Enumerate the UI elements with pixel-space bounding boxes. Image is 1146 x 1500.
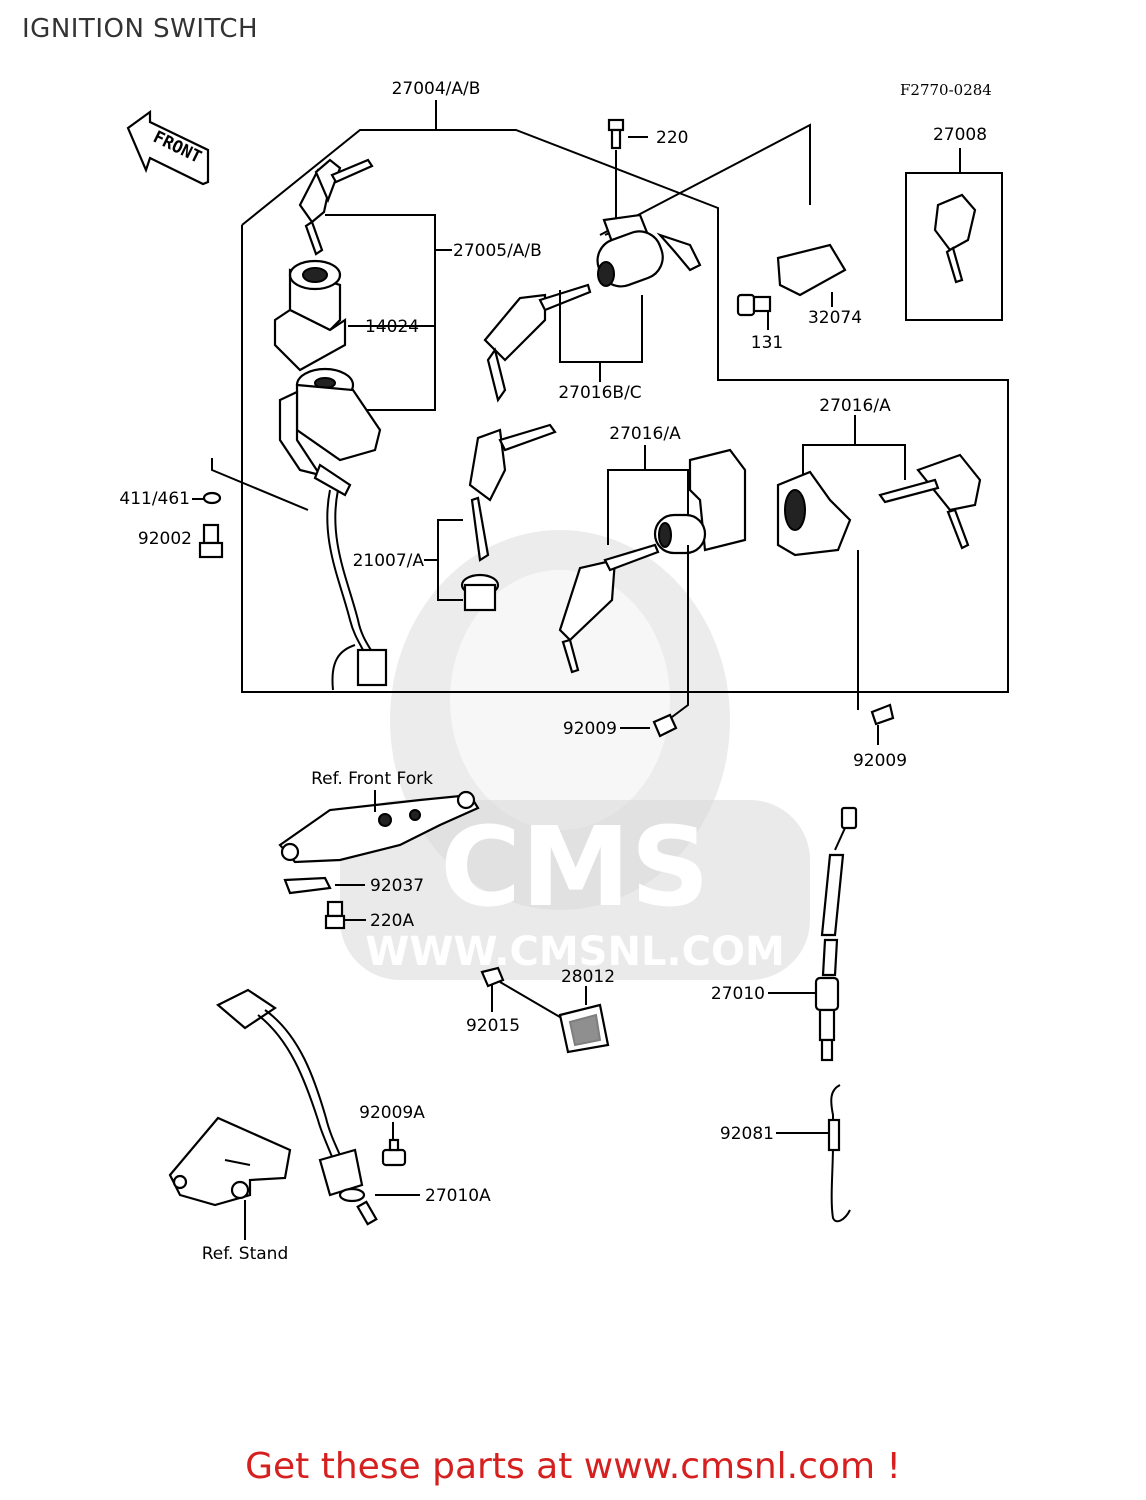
- label-220a: 220A: [370, 911, 414, 931]
- label-27016a-right: 27016/A: [819, 396, 891, 416]
- ignition-key-part: [298, 158, 374, 256]
- helmet-key-mid-part: [558, 543, 660, 674]
- helmet-lock-right-part: [776, 470, 852, 557]
- front-fork-bracket-part: [278, 790, 480, 864]
- label-27010a: 27010A: [425, 1186, 491, 1206]
- front-direction-arrow: FRONT: [126, 109, 210, 186]
- bolt-220a-part: [324, 900, 346, 930]
- label-21007: 21007/A: [353, 551, 425, 571]
- bolt-92009a-part: [381, 1138, 407, 1167]
- neutral-switch-27010-part: [814, 806, 858, 1062]
- bracket-27016bc: [559, 290, 643, 363]
- helmet-key-right-part: [878, 453, 982, 550]
- seat-lock-part: [596, 213, 702, 288]
- label-92081: 92081: [720, 1124, 774, 1144]
- leader-92009-mid: [667, 545, 689, 721]
- washer-part: [202, 491, 222, 505]
- switch-cover-part: [273, 259, 347, 372]
- label-ref-front-fork: Ref. Front Fork: [311, 769, 433, 789]
- label-92015: 92015: [466, 1016, 520, 1036]
- bracket-32074-part: [776, 243, 847, 297]
- stand-bracket-part: [168, 1116, 292, 1207]
- spring-92081-part: [827, 1084, 851, 1223]
- cmsnl-footer-link[interactable]: Get these parts at www.cmsnl.com !: [245, 1446, 901, 1487]
- label-27004: 27004/A/B: [392, 79, 481, 99]
- spare-key-part: [933, 193, 977, 284]
- sidestand-switch-27010a-part: [216, 988, 378, 1226]
- bracket-27005: [325, 214, 436, 411]
- ignition-switch-body: [278, 367, 388, 691]
- lock-cylinder-part: [460, 573, 500, 612]
- label-92002: 92002: [138, 529, 192, 549]
- diagram-code: F2770-0284: [900, 81, 992, 99]
- bracket-27016a-right: [802, 415, 856, 480]
- clip-92037-part: [283, 876, 332, 895]
- seat-lock-key-part: [483, 283, 592, 403]
- label-ref-stand: Ref. Stand: [202, 1244, 289, 1264]
- fuel-cap-key-part: [468, 423, 557, 562]
- frame-27008: [905, 148, 1003, 321]
- label-27016a-mid: 27016/A: [609, 424, 681, 444]
- helmet-lock-mid-part: [653, 448, 747, 555]
- watermark-brand: CMS: [440, 803, 709, 931]
- cmsnl-watermark: CMS WWW.CMSNL.COM: [340, 530, 810, 980]
- bracket-27016a-mid: [607, 445, 646, 545]
- label-92009-mid: 92009: [563, 719, 617, 739]
- page-title: IGNITION SWITCH: [22, 14, 259, 44]
- label-411-461: 411/461: [119, 489, 190, 509]
- label-32074: 32074: [808, 308, 862, 328]
- screw-92009-right-part: [870, 703, 895, 726]
- label-92009-right: 92009: [853, 751, 907, 771]
- label-14024: 14024: [365, 317, 419, 337]
- label-92037: 92037: [370, 876, 424, 896]
- plate-28012-part: [558, 1003, 610, 1054]
- label-27008: 27008: [933, 125, 987, 145]
- nut-92015-part: [480, 966, 505, 988]
- leader-washer: [211, 458, 309, 511]
- label-27016bc: 27016B/C: [558, 383, 641, 403]
- label-28012: 28012: [561, 967, 615, 987]
- label-220: 220: [656, 128, 688, 148]
- screw-92009-mid-part: [652, 713, 678, 738]
- label-131: 131: [751, 333, 783, 353]
- bolt-92002-part: [198, 523, 224, 559]
- watermark-url: WWW.CMSNL.COM: [365, 929, 785, 975]
- group-frame-27004: [241, 100, 1009, 693]
- label-27010: 27010: [711, 984, 765, 1004]
- label-27005: 27005/A/B: [453, 241, 542, 261]
- label-92009a: 92009A: [359, 1103, 425, 1123]
- bolt-220-part: [607, 118, 625, 150]
- bolt-131-part: [736, 293, 772, 317]
